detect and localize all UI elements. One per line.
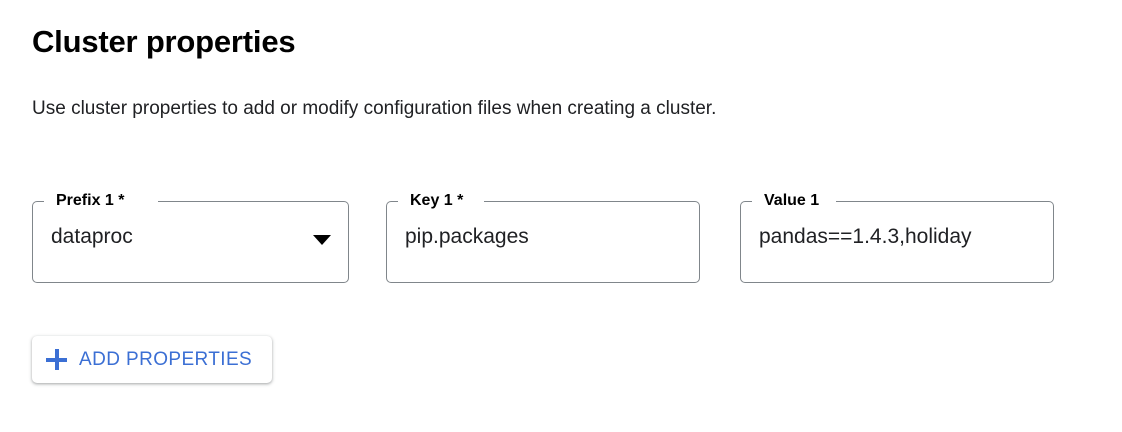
field-input-key-1[interactable]: pip.packages <box>405 225 529 248</box>
outline-left <box>32 201 44 283</box>
field-label-value-1: Value 1 <box>759 190 825 212</box>
page-description: Use cluster properties to add or modify … <box>32 98 717 119</box>
page-title: Cluster properties <box>32 24 296 59</box>
outline-left <box>386 201 398 283</box>
field-label-prefix-1: Prefix 1 * <box>51 190 130 212</box>
outline-left <box>740 201 752 283</box>
field-key-1[interactable]: Key 1 * pip.packages <box>386 190 700 283</box>
field-label-key-1: Key 1 * <box>405 190 469 212</box>
field-input-prefix-1[interactable]: dataproc <box>51 225 133 248</box>
add-properties-button[interactable]: ADD PROPERTIES <box>32 336 273 383</box>
add-properties-button-label: ADD PROPERTIES <box>79 348 253 370</box>
plus-icon <box>46 349 67 370</box>
field-input-value-1[interactable]: pandas==1.4.3,holiday <box>759 225 972 248</box>
chevron-down-icon[interactable] <box>313 235 331 245</box>
properties-form-row: Prefix 1 * dataproc Key 1 * pip.packages… <box>0 190 1122 291</box>
field-value-1[interactable]: Value 1 pandas==1.4.3,holiday <box>740 190 1054 283</box>
field-prefix-1[interactable]: Prefix 1 * dataproc <box>32 190 349 283</box>
